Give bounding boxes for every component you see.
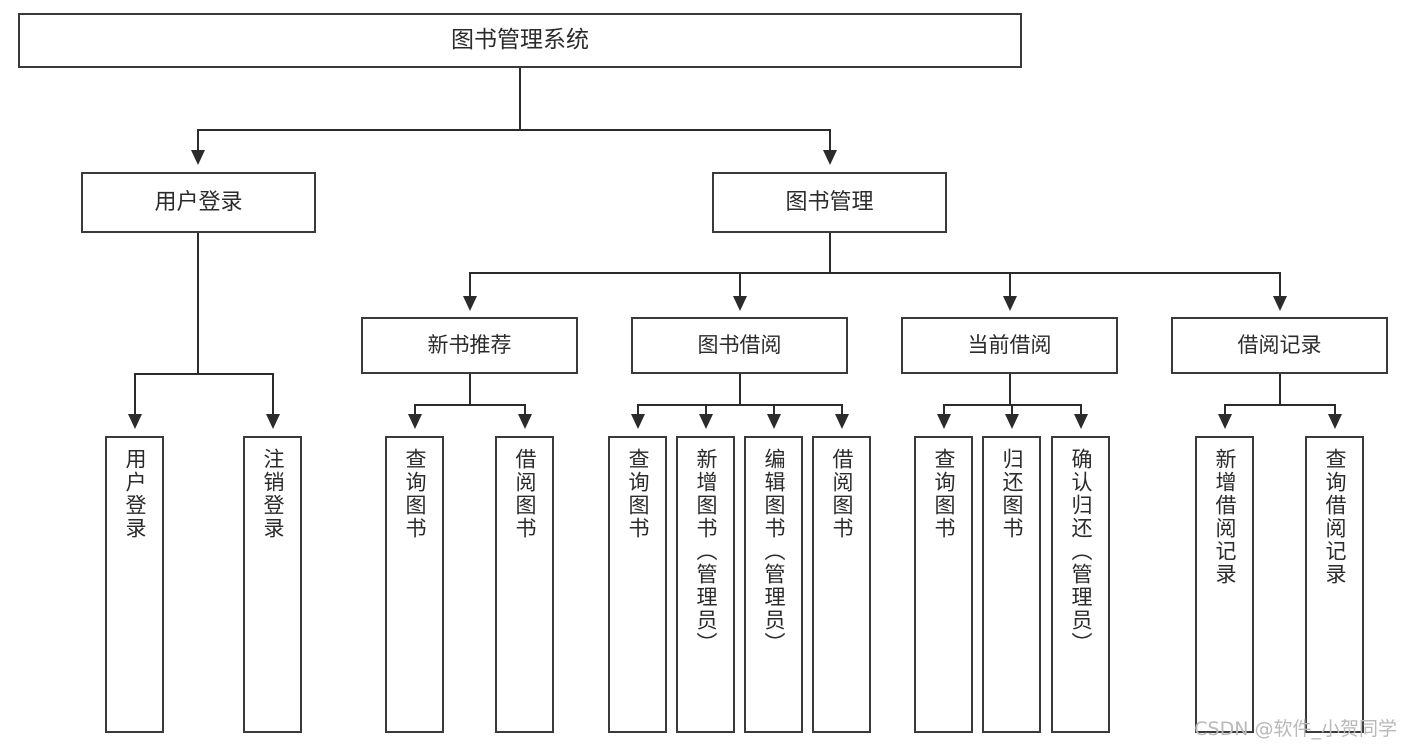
connector-book-borrow-bus bbox=[637, 404, 843, 406]
node-root-book-management-system[interactable]: 图书管理系统 bbox=[18, 13, 1022, 68]
node-label: 图书管理 bbox=[785, 189, 874, 215]
node-label: 图书管理系统 bbox=[451, 27, 589, 54]
connector-cb-drop-3 bbox=[1080, 404, 1082, 416]
node-label: 注销登录 bbox=[261, 448, 285, 540]
node-label: 查询借阅记录 bbox=[1323, 448, 1347, 586]
connector-user-login-drop-2 bbox=[272, 373, 274, 416]
arrowhead-nb-query-book bbox=[408, 414, 422, 429]
node-label: 查询图书 bbox=[626, 448, 650, 540]
node-label: 新增图书（管理员） bbox=[694, 448, 718, 655]
arrowhead-bb-edit-book bbox=[767, 414, 781, 429]
leaf-cb-query-book[interactable]: 查询图书 bbox=[914, 436, 973, 733]
node-label: 用户登录 bbox=[154, 189, 243, 215]
leaf-cb-return-book[interactable]: 归还图书 bbox=[982, 436, 1041, 733]
connector-root-to-book-management bbox=[829, 129, 831, 153]
node-label: 图书借阅 bbox=[697, 333, 782, 358]
connector-root-stem bbox=[519, 68, 521, 130]
node-user-login[interactable]: 用户登录 bbox=[81, 172, 316, 233]
connector-new-book-bus bbox=[414, 404, 525, 406]
connector-root-to-user-login bbox=[197, 129, 199, 153]
connector-bm-drop-book-borrow bbox=[739, 272, 741, 298]
node-label: 用户登录 bbox=[123, 448, 147, 540]
arrowhead-new-book-recommend bbox=[463, 296, 477, 311]
connector-cb-drop-1 bbox=[943, 404, 945, 416]
arrowhead-bb-query-book bbox=[631, 414, 645, 429]
arrowhead-cb-query-book bbox=[937, 414, 951, 429]
connector-new-book-drop-2 bbox=[524, 404, 526, 416]
arrowhead-book-management bbox=[823, 150, 837, 165]
leaf-logout[interactable]: 注销登录 bbox=[243, 436, 302, 733]
connector-bm-drop-current-borrow bbox=[1009, 272, 1011, 298]
leaf-br-add-record[interactable]: 新增借阅记录 bbox=[1195, 436, 1254, 733]
node-label: 新增借阅记录 bbox=[1213, 448, 1237, 586]
connector-new-book-drop-1 bbox=[414, 404, 416, 416]
node-new-book-recommend[interactable]: 新书推荐 bbox=[361, 317, 578, 374]
arrowhead-user-login bbox=[191, 150, 205, 165]
connector-book-management-stem bbox=[829, 233, 831, 273]
leaf-user-login[interactable]: 用户登录 bbox=[105, 436, 164, 733]
connector-user-login-bus bbox=[134, 373, 274, 375]
connector-book-management-bus bbox=[469, 272, 1280, 274]
leaf-nb-query-book[interactable]: 查询图书 bbox=[385, 436, 444, 733]
connector-book-borrow-stem bbox=[739, 374, 741, 405]
connector-bb-drop-4 bbox=[841, 404, 843, 416]
arrowhead-bb-borrow-book bbox=[835, 414, 849, 429]
node-label: 借阅记录 bbox=[1237, 333, 1322, 358]
connector-user-login-stem bbox=[197, 233, 199, 374]
arrowhead-br-query-record bbox=[1328, 414, 1342, 429]
connector-borrow-record-bus bbox=[1224, 404, 1335, 406]
arrowhead-book-borrow bbox=[733, 296, 747, 311]
node-label: 借阅图书 bbox=[830, 448, 854, 540]
connector-borrow-record-stem bbox=[1279, 374, 1281, 405]
leaf-nb-borrow-book[interactable]: 借阅图书 bbox=[495, 436, 554, 733]
arrowhead-borrow-record bbox=[1273, 296, 1287, 311]
arrowhead-leaf-logout bbox=[266, 414, 280, 429]
leaf-bb-add-book[interactable]: 新增图书（管理员） bbox=[676, 436, 735, 733]
node-label: 查询图书 bbox=[932, 448, 956, 540]
connector-user-login-drop-1 bbox=[134, 373, 136, 416]
leaf-bb-query-book[interactable]: 查询图书 bbox=[608, 436, 667, 733]
connector-bm-drop-borrow-record bbox=[1279, 272, 1281, 298]
connector-current-borrow-stem bbox=[1009, 374, 1011, 405]
arrowhead-cb-confirm-return bbox=[1074, 414, 1088, 429]
arrowhead-leaf-user-login bbox=[128, 414, 142, 429]
node-current-borrow[interactable]: 当前借阅 bbox=[901, 317, 1118, 374]
arrowhead-bb-add-book bbox=[699, 414, 713, 429]
connector-br-drop-2 bbox=[1334, 404, 1336, 416]
node-borrow-record[interactable]: 借阅记录 bbox=[1171, 317, 1388, 374]
connector-cb-drop-2 bbox=[1011, 404, 1013, 416]
arrowhead-current-borrow bbox=[1003, 296, 1017, 311]
connector-bb-drop-1 bbox=[637, 404, 639, 416]
arrowhead-cb-return-book bbox=[1005, 414, 1019, 429]
node-label: 确认归还（管理员） bbox=[1069, 448, 1093, 655]
node-label: 新书推荐 bbox=[427, 333, 512, 358]
connector-br-drop-1 bbox=[1224, 404, 1226, 416]
connector-bb-drop-3 bbox=[773, 404, 775, 416]
connector-bm-drop-new-book bbox=[469, 272, 471, 298]
connector-root-bus bbox=[197, 129, 831, 131]
csdn-watermark: CSDN @软件_小贺同学 bbox=[1194, 718, 1397, 740]
connector-new-book-stem bbox=[469, 374, 471, 405]
arrowhead-nb-borrow-book bbox=[518, 414, 532, 429]
node-book-borrow[interactable]: 图书借阅 bbox=[631, 317, 848, 374]
leaf-bb-edit-book[interactable]: 编辑图书（管理员） bbox=[744, 436, 803, 733]
arrowhead-br-add-record bbox=[1218, 414, 1232, 429]
node-label: 当前借阅 bbox=[967, 333, 1052, 358]
node-label: 借阅图书 bbox=[513, 448, 537, 540]
leaf-bb-borrow-book[interactable]: 借阅图书 bbox=[812, 436, 871, 733]
node-label: 查询图书 bbox=[403, 448, 427, 540]
leaf-cb-confirm-return[interactable]: 确认归还（管理员） bbox=[1051, 436, 1110, 733]
connector-bb-drop-2 bbox=[705, 404, 707, 416]
leaf-br-query-record[interactable]: 查询借阅记录 bbox=[1305, 436, 1364, 733]
node-label: 编辑图书（管理员） bbox=[762, 448, 786, 655]
node-book-management[interactable]: 图书管理 bbox=[712, 172, 947, 233]
node-label: 归还图书 bbox=[1000, 448, 1024, 540]
